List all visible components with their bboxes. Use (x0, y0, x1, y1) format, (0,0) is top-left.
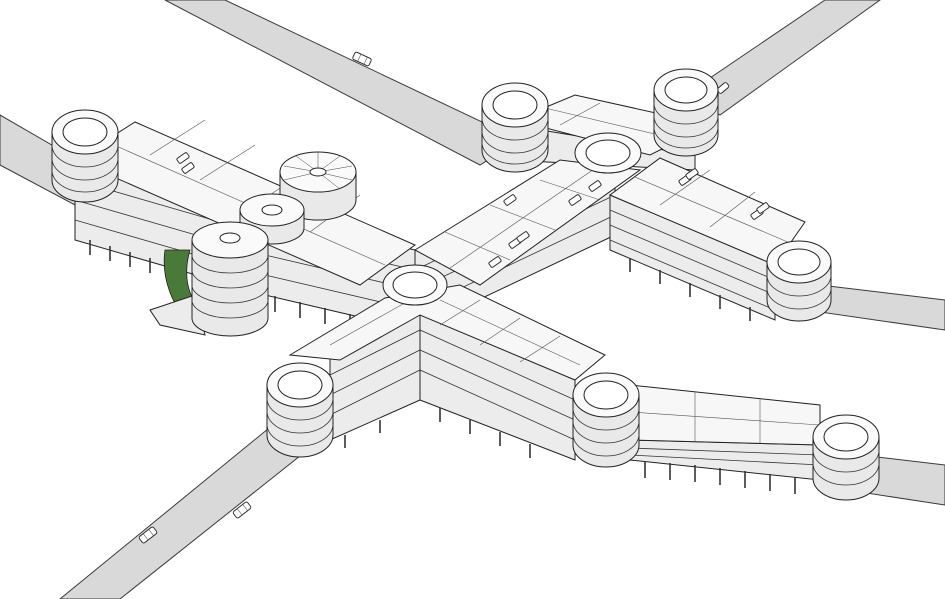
roof-cars (176, 152, 770, 268)
wing-east (608, 157, 806, 321)
ramp-center-top (574, 132, 642, 174)
wing-east-roof (608, 157, 806, 266)
ramp-southeast (812, 414, 880, 501)
stair-tower-main (149, 221, 269, 337)
ramp-south-center (572, 372, 640, 468)
entrance-stairs (149, 294, 206, 336)
road-northeast (684, 0, 881, 116)
car (516, 231, 530, 243)
columns (344, 408, 531, 458)
stair-tower-north (279, 151, 357, 221)
car (181, 162, 195, 174)
road-cars (138, 51, 730, 544)
car (503, 194, 517, 206)
ramp-north-left (481, 82, 549, 173)
ramp-north-right (653, 68, 719, 157)
ramp-southwest (266, 362, 334, 458)
road-east (819, 284, 945, 331)
wing-south-east-roof (629, 384, 821, 446)
car (488, 256, 502, 268)
car (232, 501, 252, 519)
car (568, 194, 582, 206)
car (176, 152, 190, 164)
ramp-west (51, 109, 119, 203)
road-northwest (164, 0, 522, 166)
car (685, 168, 699, 180)
wing-south-east (629, 384, 821, 494)
columns (644, 461, 796, 494)
ramp-east (766, 240, 832, 322)
columns (629, 258, 751, 321)
car (138, 526, 158, 544)
wing-south-center (288, 284, 606, 461)
car (352, 51, 372, 67)
car (756, 202, 770, 214)
ramp-center (382, 264, 448, 306)
car (588, 180, 602, 192)
